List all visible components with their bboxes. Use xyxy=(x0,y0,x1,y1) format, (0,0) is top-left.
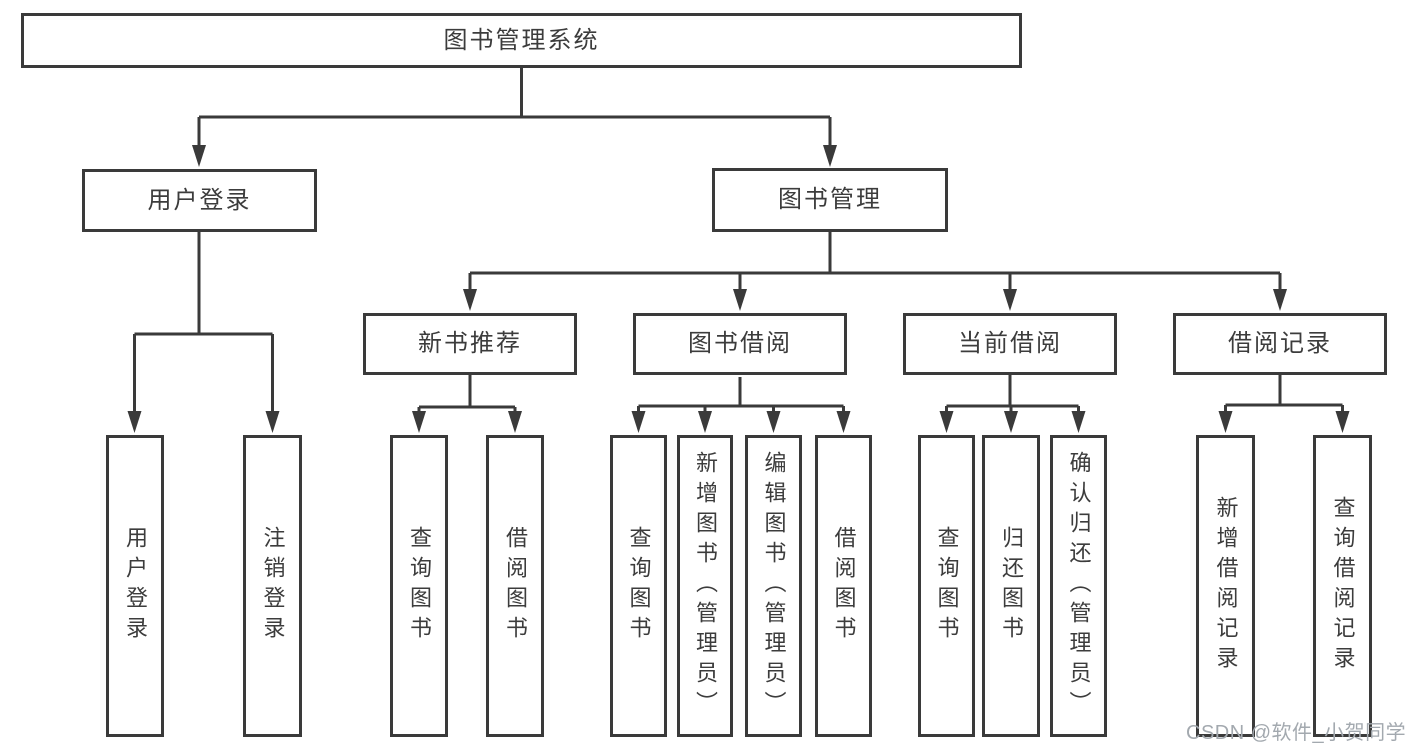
leaf-add-borrow-record: 新增借阅记录 xyxy=(1196,435,1255,737)
csdn-watermark: CSDN @软件_小贺同学 xyxy=(1186,722,1405,744)
leaf-label: 编辑图书（管理员） xyxy=(761,451,787,721)
leaf-label: 查询图书 xyxy=(626,526,652,646)
node-label: 借阅记录 xyxy=(1228,330,1332,357)
leaf-label: 查询借阅记录 xyxy=(1330,496,1356,676)
leaf-query-borrow-record: 查询借阅记录 xyxy=(1313,435,1372,737)
leaf-confirm-return-admin: 确认归还（管理员） xyxy=(1050,435,1107,737)
leaf-logout: 注销登录 xyxy=(243,435,302,737)
node-current-borrowing: 当前借阅 xyxy=(903,313,1117,375)
node-borrowing-records: 借阅记录 xyxy=(1173,313,1387,375)
node-new-book-recommendation: 新书推荐 xyxy=(363,313,577,375)
leaf-return-books: 归还图书 xyxy=(982,435,1040,737)
node-book-borrowing: 图书借阅 xyxy=(633,313,847,375)
leaf-add-books-admin: 新增图书（管理员） xyxy=(677,435,733,737)
leaf-query-books: 查询图书 xyxy=(390,435,448,737)
node-label: 新书推荐 xyxy=(418,330,522,357)
node-library-management-system: 图书管理系统 xyxy=(21,13,1022,68)
node-label: 图书管理 xyxy=(778,186,882,213)
leaf-user-login: 用户登录 xyxy=(106,435,164,737)
leaf-label: 归还图书 xyxy=(999,526,1024,646)
leaf-query-books: 查询图书 xyxy=(918,435,975,737)
node-label: 当前借阅 xyxy=(958,330,1062,357)
node-book-management: 图书管理 xyxy=(712,168,948,232)
node-label: 用户登录 xyxy=(147,186,252,214)
leaf-borrow-books: 借阅图书 xyxy=(815,435,872,737)
leaf-label: 新增图书（管理员） xyxy=(693,451,718,721)
leaf-label: 查询图书 xyxy=(407,526,432,646)
leaf-borrow-books: 借阅图书 xyxy=(486,435,544,737)
leaf-query-books: 查询图书 xyxy=(610,435,667,737)
leaf-label: 注销登录 xyxy=(260,526,286,646)
node-user-login: 用户登录 xyxy=(82,169,317,232)
leaf-label: 借阅图书 xyxy=(503,526,528,646)
leaf-label: 借阅图书 xyxy=(831,526,857,646)
leaf-label: 用户登录 xyxy=(123,526,148,646)
leaf-label: 查询图书 xyxy=(934,526,960,646)
node-label: 图书管理系统 xyxy=(443,26,600,54)
node-label: 图书借阅 xyxy=(688,330,792,357)
leaf-label: 确认归还（管理员） xyxy=(1066,451,1092,721)
leaf-label: 新增借阅记录 xyxy=(1213,496,1239,676)
leaf-edit-books-admin: 编辑图书（管理员） xyxy=(745,435,802,737)
